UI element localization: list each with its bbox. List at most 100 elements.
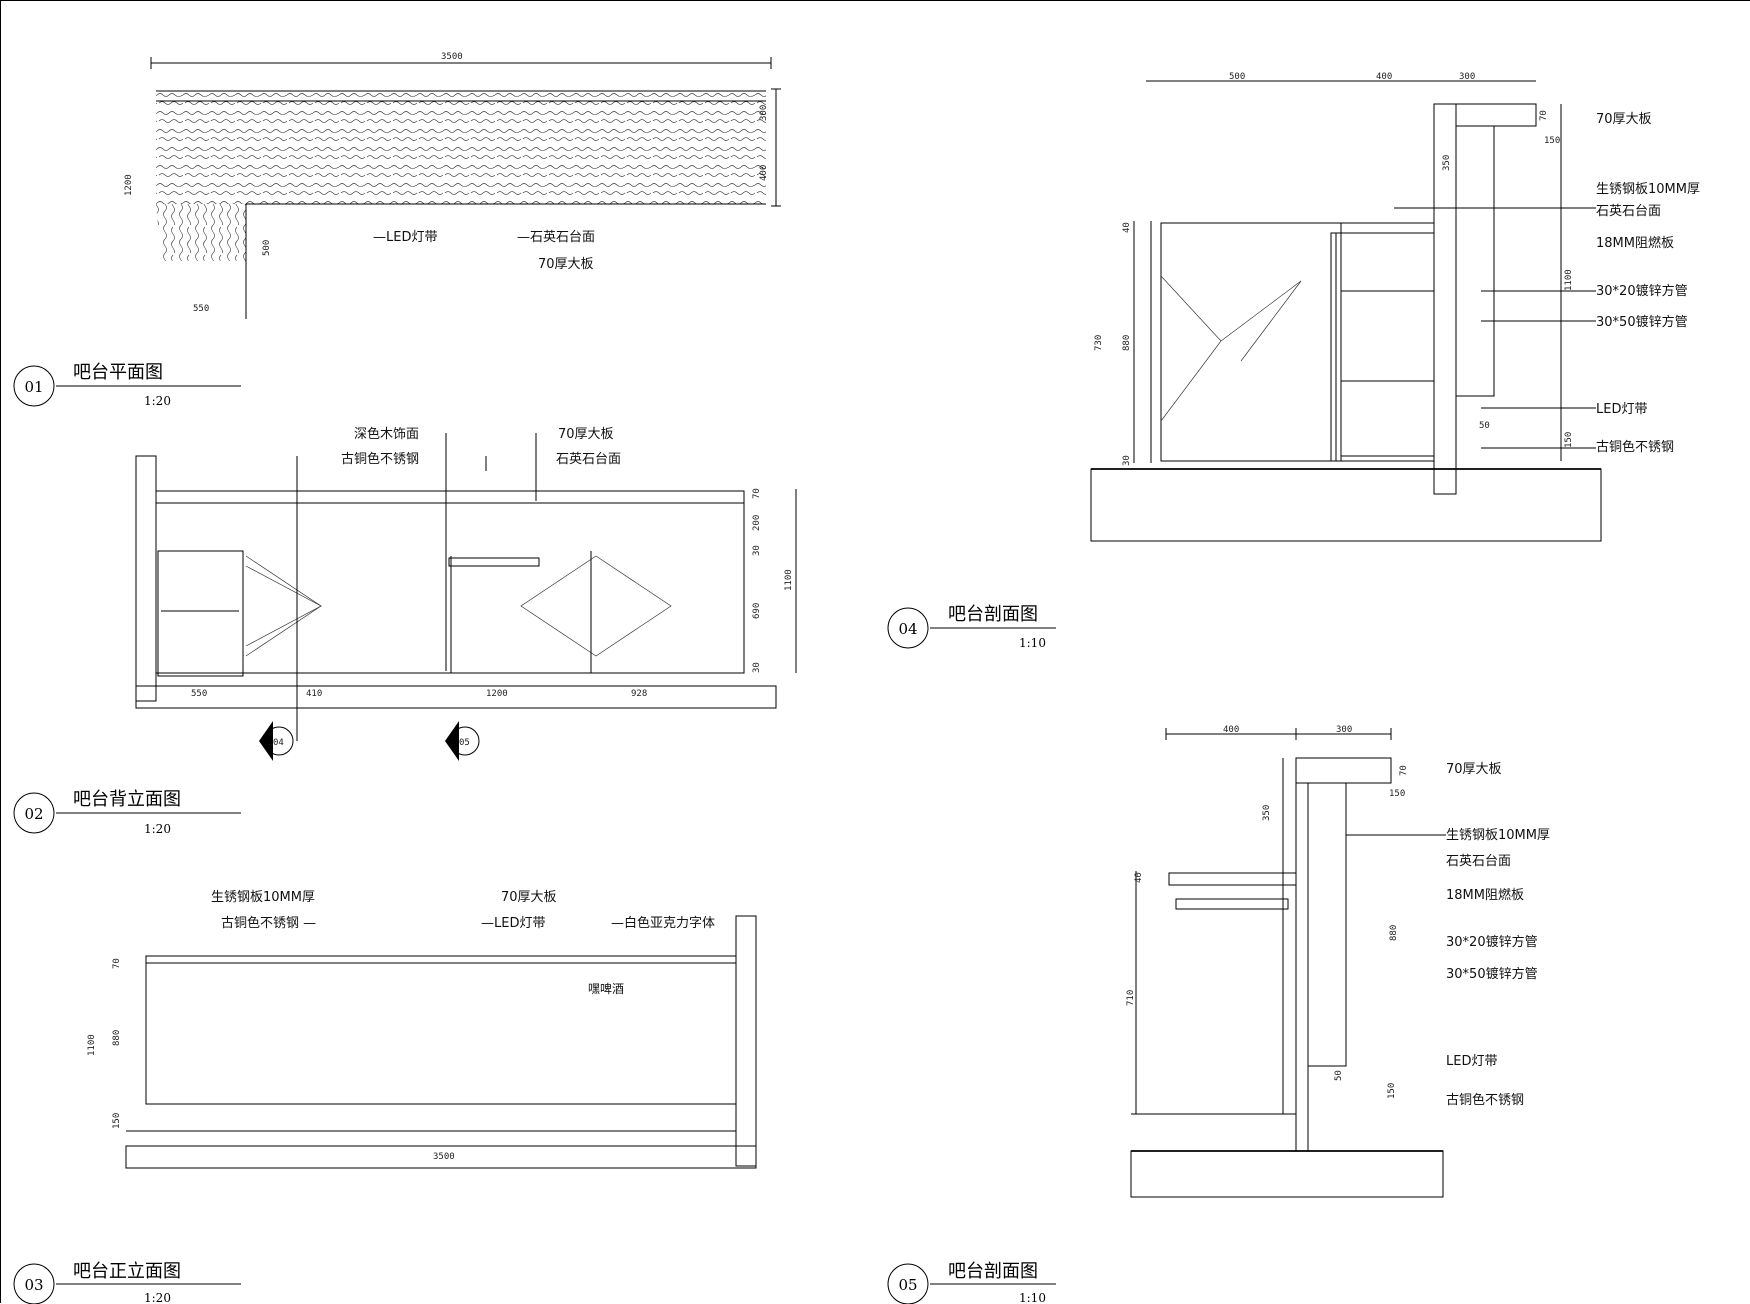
label-4: 30*20镀锌方管 bbox=[1446, 934, 1538, 950]
view-marker-circle bbox=[887, 607, 929, 649]
view-number: 01 bbox=[24, 378, 43, 396]
label-board: 70厚大板 bbox=[501, 890, 557, 905]
dim-top-2: 400 bbox=[1376, 72, 1392, 82]
acrylic-sign: 嘿啤酒 bbox=[588, 981, 624, 996]
view-number: 02 bbox=[24, 805, 43, 823]
section-marker-a bbox=[264, 726, 294, 756]
dim-4: 928 bbox=[631, 689, 647, 699]
label-2: 石英石台面 bbox=[1446, 854, 1511, 869]
view-05-section: 400 300 350 40 710 880 70 150 150 50 70厚… bbox=[887, 725, 1550, 1304]
label-2: 石英石台面 bbox=[1596, 204, 1661, 219]
label-quartz: 石英石台面 bbox=[556, 452, 621, 467]
view-scale: 1:10 bbox=[1019, 636, 1046, 650]
dim-s6: 880 bbox=[1389, 925, 1399, 941]
label-board: 70厚大板 bbox=[538, 257, 594, 272]
label-led: —LED灯带 bbox=[373, 230, 437, 245]
label-7: 古铜色不锈钢 bbox=[1596, 439, 1674, 455]
dim-s8: 1100 bbox=[1564, 269, 1574, 291]
dim-top-1: 400 bbox=[1223, 725, 1239, 735]
view-number: 03 bbox=[24, 1276, 43, 1294]
dim-total: 1100 bbox=[784, 569, 794, 591]
view-04-section: 500 400 300 730 880 40 30 350 70 150 110… bbox=[887, 72, 1700, 650]
view-01-plan: 3500 300 400 1200 500 550 —LED灯带 —石英石台面 … bbox=[13, 52, 781, 408]
view-marker-circle bbox=[13, 365, 55, 407]
section-marker-b bbox=[450, 726, 480, 756]
view-03-front-elevation: 生锈钢板10MM厚 古铜色不锈钢 — 70厚大板 —LED灯带 —白色亚克力字体… bbox=[13, 890, 757, 1304]
view-title: 吧台正立面图 bbox=[73, 1261, 181, 1282]
dim-s10: 50 bbox=[1479, 421, 1490, 431]
dim-s3: 350 bbox=[1262, 805, 1272, 821]
dim-top-2: 300 bbox=[1336, 725, 1352, 735]
label-7: 古铜色不锈钢 bbox=[1446, 1092, 1524, 1108]
dim-s2: 150 bbox=[1544, 136, 1560, 146]
view-marker-circle bbox=[13, 1263, 55, 1304]
dim-1: 550 bbox=[191, 689, 207, 699]
label-1: 生锈钢板10MM厚 bbox=[1596, 182, 1700, 197]
dim-bottom: 3500 bbox=[433, 1152, 455, 1162]
view-marker-circle bbox=[13, 792, 55, 834]
label-bronze: 古铜色不锈钢 bbox=[341, 451, 419, 467]
label-1: 生锈钢板10MM厚 bbox=[1446, 828, 1550, 843]
label-bronze: 古铜色不锈钢 — bbox=[221, 915, 316, 931]
view-title: 吧台剖面图 bbox=[948, 1261, 1038, 1282]
view-title: 吧台背立面图 bbox=[73, 789, 181, 810]
dim-s3: 350 bbox=[1442, 155, 1452, 171]
view-scale: 1:10 bbox=[1019, 1291, 1046, 1304]
label-0: 70厚大板 bbox=[1446, 762, 1502, 777]
dim-s6: 880 bbox=[1122, 335, 1132, 351]
label-acrylic: —白色亚克力字体 bbox=[611, 915, 715, 931]
svg-text:04: 04 bbox=[273, 738, 284, 748]
view-02-back-elevation: 深色木饰面 古铜色不锈钢 70厚大板 石英石台面 550 410 1200 92… bbox=[13, 426, 797, 836]
view-title: 吧台剖面图 bbox=[948, 604, 1038, 625]
dim-r1: 70 bbox=[752, 488, 762, 499]
dim-s1: 70 bbox=[1539, 110, 1549, 121]
label-0: 70厚大板 bbox=[1596, 112, 1652, 127]
dim-s7: 150 bbox=[1387, 1083, 1397, 1099]
label-3: 18MM阻燃板 bbox=[1446, 887, 1524, 903]
view-title: 吧台平面图 bbox=[73, 362, 163, 383]
view-scale: 1:20 bbox=[144, 1291, 171, 1304]
dim-top: 3500 bbox=[441, 52, 463, 62]
dim-r2: 200 bbox=[752, 515, 762, 531]
dim-r2: 880 bbox=[112, 1030, 122, 1046]
label-5: 30*50镀锌方管 bbox=[1446, 966, 1538, 982]
label-rust-steel: 生锈钢板10MM厚 bbox=[211, 890, 315, 905]
dim-2: 410 bbox=[306, 689, 322, 699]
dim-s1: 70 bbox=[1399, 765, 1409, 776]
label-quartz: —石英石台面 bbox=[517, 230, 595, 245]
dim-right-2: 400 bbox=[759, 165, 769, 181]
label-6: LED灯带 bbox=[1596, 402, 1647, 417]
label-3: 18MM阻燃板 bbox=[1596, 235, 1674, 251]
dim-s2: 150 bbox=[1389, 789, 1405, 799]
dim-3: 1200 bbox=[486, 689, 508, 699]
view-scale: 1:20 bbox=[144, 394, 171, 408]
dim-total: 1100 bbox=[87, 1034, 97, 1056]
label-6: LED灯带 bbox=[1446, 1054, 1497, 1069]
dim-s5: 730 bbox=[1094, 335, 1104, 351]
dim-r4: 690 bbox=[752, 603, 762, 619]
dim-s9: 150 bbox=[1564, 432, 1574, 448]
view-number: 05 bbox=[898, 1276, 917, 1294]
view-scale: 1:20 bbox=[144, 822, 171, 836]
dim-top-1: 500 bbox=[1229, 72, 1245, 82]
view-marker-circle bbox=[887, 1263, 929, 1304]
label-4: 30*20镀锌方管 bbox=[1596, 283, 1688, 299]
svg-text:05: 05 bbox=[459, 738, 470, 748]
label-dark-wood: 深色木饰面 bbox=[354, 426, 419, 442]
dim-inner: 500 bbox=[262, 240, 272, 256]
dim-top-3: 300 bbox=[1459, 72, 1475, 82]
dim-r5: 30 bbox=[752, 662, 762, 673]
view-number: 04 bbox=[898, 620, 917, 638]
dim-r3: 30 bbox=[752, 545, 762, 556]
dim-bottom: 550 bbox=[193, 304, 209, 314]
dim-r1: 70 bbox=[112, 958, 122, 969]
dim-left: 1200 bbox=[124, 174, 134, 196]
dim-s4: 40 bbox=[1134, 872, 1144, 883]
dim-s7: 30 bbox=[1122, 455, 1132, 466]
dim-s4: 40 bbox=[1122, 222, 1132, 233]
label-led: —LED灯带 bbox=[481, 916, 545, 931]
dim-r3: 150 bbox=[112, 1113, 122, 1129]
dim-s5: 710 bbox=[1126, 990, 1136, 1006]
